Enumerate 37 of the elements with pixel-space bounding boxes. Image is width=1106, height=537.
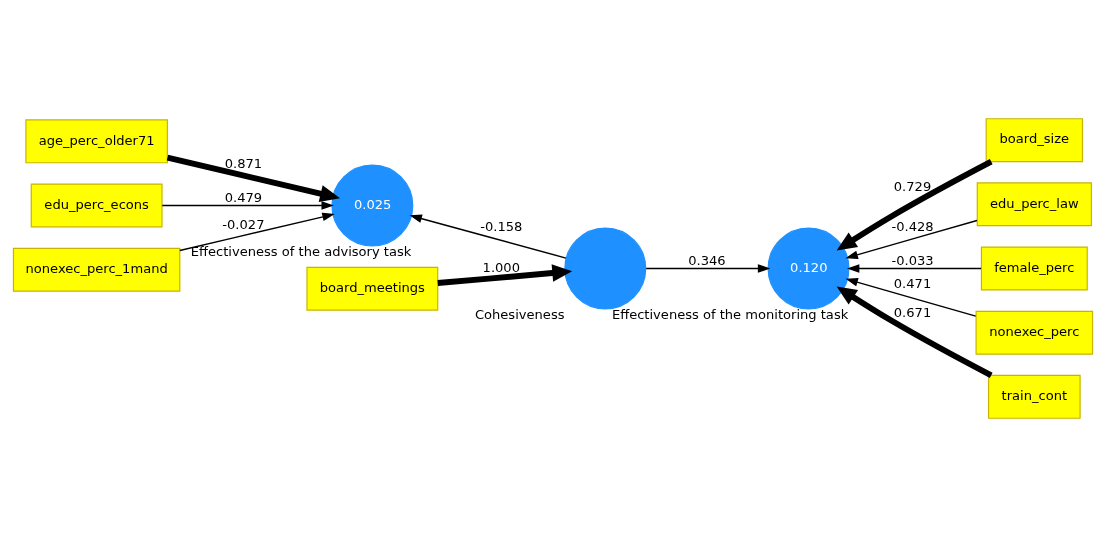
arrow xyxy=(836,159,993,251)
arrow xyxy=(846,264,982,273)
node-box: board_size xyxy=(985,118,1084,163)
edge-label: -0.158 xyxy=(480,219,523,235)
edge-label: 0.871 xyxy=(224,156,263,172)
arrow xyxy=(437,264,573,287)
node-box: board_meetings xyxy=(306,266,439,311)
edge-label: 0.471 xyxy=(893,276,932,292)
arrow xyxy=(161,201,334,210)
node-box: nonexec_perc xyxy=(975,310,1094,355)
edge-label: 0.729 xyxy=(893,179,932,195)
node-circle: 0.025 xyxy=(331,164,414,247)
arrow xyxy=(845,278,977,317)
edge-label: 0.479 xyxy=(224,189,263,205)
edge-label: 0.671 xyxy=(893,304,932,320)
node-box: edu_perc_econs xyxy=(30,183,163,228)
node-box: age_perc_older71 xyxy=(25,119,168,164)
node-circle xyxy=(564,227,647,310)
edge-label: 1.000 xyxy=(482,259,521,275)
arrow xyxy=(645,264,771,273)
node-label: Cohesiveness xyxy=(474,307,565,323)
edge-label: 0.346 xyxy=(688,252,726,268)
node-label: Effectiveness of the monitoring task xyxy=(611,307,849,323)
node-circle: 0.120 xyxy=(767,227,850,310)
arrow xyxy=(836,286,993,378)
node-box: train_cont xyxy=(987,374,1081,419)
arrow xyxy=(166,154,341,203)
edge-label: -0.027 xyxy=(222,217,265,233)
node-box: female_perc xyxy=(980,246,1088,291)
arrow xyxy=(409,214,567,259)
edge-label: -0.033 xyxy=(891,252,934,268)
node-box: nonexec_perc_1mand xyxy=(12,247,181,292)
node-box: edu_perc_law xyxy=(976,182,1092,227)
arrow xyxy=(845,219,978,259)
node-label: Effectiveness of the advisory task xyxy=(190,244,412,260)
arrow xyxy=(179,212,335,252)
edge-label: -0.428 xyxy=(891,219,934,235)
